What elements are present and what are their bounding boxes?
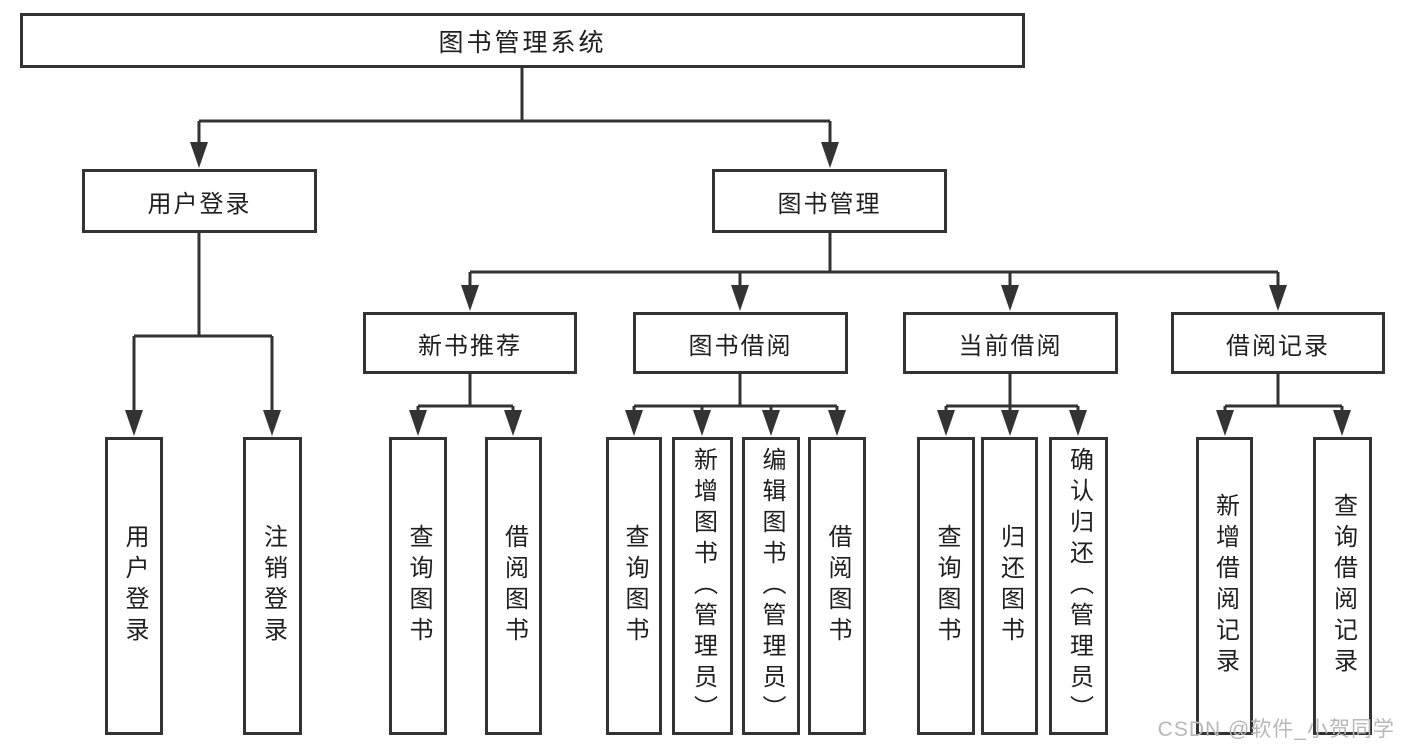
- node-label: 查询图书: [405, 524, 432, 648]
- node-add-books-admin: 新增图书（管理员）: [672, 437, 733, 735]
- node-borrow-books-recommend: 借阅图书: [485, 437, 542, 735]
- node-label: 编辑图书（管理员）: [758, 446, 785, 726]
- node-label: 新增借阅记录: [1211, 493, 1239, 679]
- node-return-books: 归还图书: [981, 437, 1038, 735]
- node-label: 用户登录: [121, 524, 148, 648]
- node-edit-books-admin: 编辑图书（管理员）: [742, 437, 800, 735]
- node-label: 新书推荐: [418, 332, 522, 360]
- node-label: 查询图书: [621, 524, 648, 648]
- node-label: 借阅图书: [824, 524, 851, 648]
- node-new-book-recommendation: 新书推荐: [363, 312, 577, 374]
- csdn-watermark: CSDN @软件_小贺同学: [1157, 718, 1395, 741]
- node-label: 图书借阅: [688, 332, 793, 360]
- node-borrowing-records: 借阅记录: [1171, 312, 1385, 374]
- node-query-books-recommend: 查询图书: [389, 437, 447, 735]
- node-label: 注销登录: [259, 524, 287, 648]
- node-user-login: 用户登录: [82, 169, 317, 233]
- node-confirm-return-admin: 确认归还（管理员）: [1049, 437, 1108, 735]
- node-library-management-system: 图书管理系统: [20, 13, 1025, 68]
- node-user-login-leaf: 用户登录: [105, 437, 163, 735]
- node-label: 当前借阅: [958, 332, 1063, 360]
- node-label: 借阅图书: [500, 524, 528, 648]
- node-current-borrowing: 当前借阅: [903, 312, 1118, 374]
- node-query-borrow-record: 查询借阅记录: [1313, 437, 1372, 735]
- node-query-books-borrowing: 查询图书: [606, 437, 662, 735]
- node-borrow-books-borrowing: 借阅图书: [808, 437, 866, 735]
- node-label: 新增图书（管理员）: [689, 446, 717, 726]
- node-label: 图书管理系统: [438, 28, 607, 57]
- node-label: 借阅记录: [1226, 332, 1330, 360]
- node-label: 确认归还（管理员）: [1065, 446, 1093, 726]
- arrowheads: [125, 142, 1351, 436]
- node-label: 用户登录: [147, 190, 252, 218]
- node-query-books-current: 查询图书: [917, 437, 975, 735]
- node-book-borrowing: 图书借阅: [633, 312, 848, 374]
- node-add-borrow-record: 新增借阅记录: [1196, 437, 1253, 735]
- node-label: 归还图书: [996, 524, 1024, 648]
- node-book-management: 图书管理: [712, 169, 947, 233]
- node-label: 查询借阅记录: [1329, 493, 1357, 679]
- node-logout-leaf: 注销登录: [243, 437, 302, 735]
- node-label: 查询图书: [933, 524, 960, 648]
- node-label: 图书管理: [777, 190, 882, 218]
